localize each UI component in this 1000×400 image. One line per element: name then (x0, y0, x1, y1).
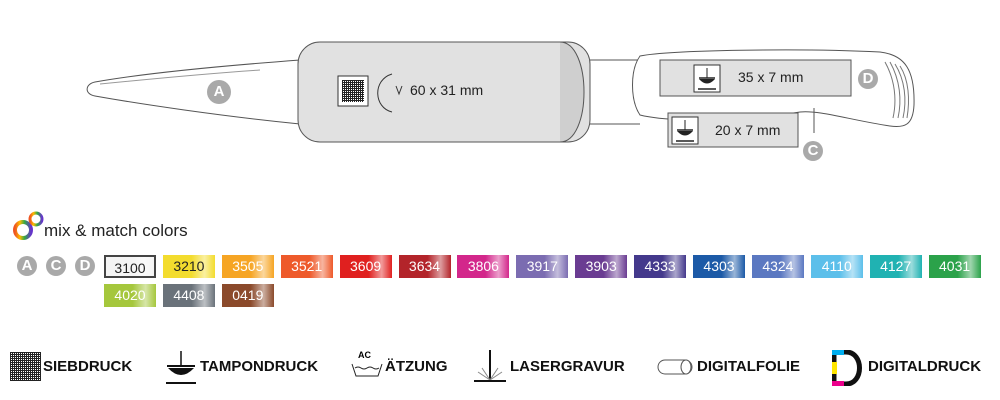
color-swatch-3100[interactable]: 3100 (104, 255, 156, 278)
lasergravur-icon (474, 350, 506, 382)
area-a-size: 60 x 31 mm (410, 82, 484, 98)
area-c-size: 20 x 7 mm (715, 122, 781, 138)
legend-digitalfolie: DIGITALFOLIE (697, 358, 801, 375)
color-swatch-4031[interactable]: 4031 (928, 255, 981, 278)
badge-c-row: C (46, 256, 66, 276)
color-swatch-3505[interactable]: 3505 (221, 255, 274, 278)
tampon-icon-c (671, 116, 699, 145)
color-swatch-4110[interactable]: 4110 (810, 255, 863, 278)
mix-match-logo (13, 211, 44, 240)
rotate-icon (377, 73, 393, 113)
mix-match-title: mix & match colors (44, 221, 188, 240)
color-swatch-3634[interactable]: 3634 (398, 255, 451, 278)
legend-aetzung: ÄTZUNG (385, 358, 448, 375)
digitaldruck-icon (832, 350, 862, 386)
badge-d: D (858, 69, 878, 89)
badge-a-row: A (17, 256, 37, 276)
color-swatch-3521[interactable]: 3521 (280, 255, 333, 278)
digitalfolie-icon (657, 359, 693, 375)
color-swatch-3609[interactable]: 3609 (339, 255, 392, 278)
legend-lasergravur: LASERGRAVUR (510, 358, 625, 375)
tampondruck-icon (166, 351, 196, 384)
badge-d-row: D (75, 256, 95, 276)
tampon-icon-d (693, 64, 721, 93)
color-swatch-4408[interactable]: 4408 (162, 284, 215, 307)
color-swatch-4303[interactable]: 4303 (693, 255, 745, 278)
color-swatch-0419[interactable]: 0419 (221, 284, 274, 307)
siebdruck-icon (10, 352, 41, 381)
color-swatch-4333[interactable]: 4333 (634, 255, 687, 278)
area-d-size: 35 x 7 mm (738, 69, 804, 85)
aetzung-icon (351, 363, 383, 377)
badge-a: A (207, 80, 231, 104)
legend-siebdruck: SIEBDRUCK (43, 358, 133, 375)
aetzung-icon-text: AC (358, 350, 371, 360)
color-swatch-3806[interactable]: 3806 (457, 255, 510, 278)
color-swatch-4127[interactable]: 4127 (869, 255, 922, 278)
color-swatch-3917[interactable]: 3917 (516, 255, 569, 278)
legend-tampondruck: TAMPONDRUCK (200, 358, 319, 375)
pen-illustration (86, 41, 915, 148)
color-swatch-3210[interactable]: 3210 (162, 255, 215, 278)
print-area-d (659, 59, 852, 97)
color-swatch-3903[interactable]: 3903 (575, 255, 628, 278)
legend-digitaldruck: DIGITALDRUCK (868, 358, 982, 375)
badge-c: C (803, 141, 823, 161)
color-swatch-4020[interactable]: 4020 (104, 284, 156, 307)
pen-barrel (590, 59, 640, 125)
print-area-a (297, 41, 591, 143)
pen-tip (86, 59, 301, 125)
color-swatch-4324[interactable]: 4324 (751, 255, 804, 278)
